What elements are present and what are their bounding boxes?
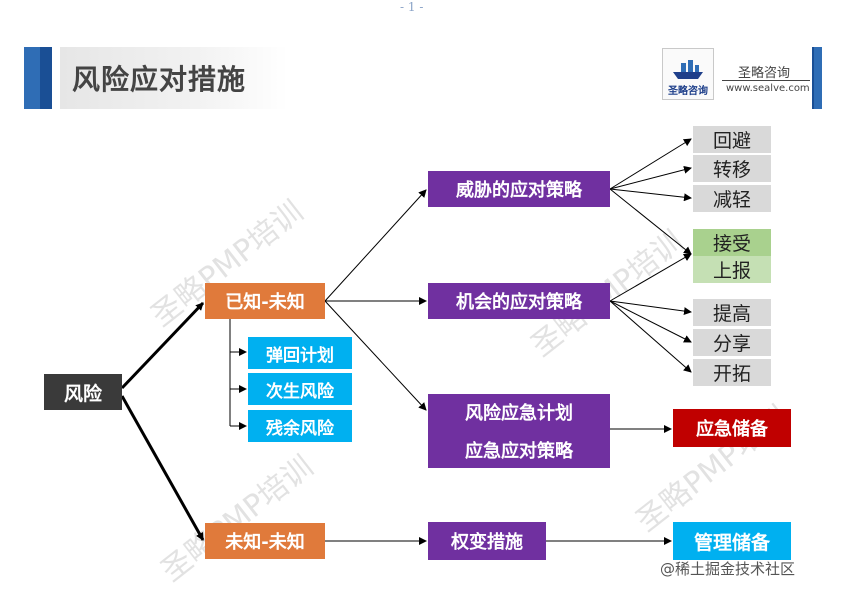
brand-url: www.sealve.com [726, 83, 810, 94]
logo-text: 圣略咨询 [668, 86, 708, 97]
node-opportunity-strategy: 机会的应对策略 [428, 283, 610, 319]
action-accept: 接受 [693, 229, 771, 256]
contingency-line-1: 风险应急计划 [465, 403, 573, 424]
page-title: 风险应对措施 [72, 63, 247, 96]
header-band [60, 47, 288, 109]
action-avoid: 回避 [693, 126, 771, 153]
brand-divider [722, 80, 810, 81]
node-contingency: 风险应急计划 应急应对策略 [428, 394, 610, 468]
node-risk: 风险 [44, 374, 122, 410]
node-contingency-reserve: 应急储备 [673, 409, 791, 447]
page-number: - 1 - [400, 0, 424, 14]
action-exploit: 开拓 [693, 359, 771, 386]
header-right-bar-dark [812, 47, 815, 109]
contingency-line-2: 应急应对策略 [465, 441, 573, 462]
header-accent-bar-inner [40, 47, 52, 109]
node-fallback-plan: 弹回计划 [248, 337, 352, 369]
node-management-reserve: 管理储备 [673, 522, 791, 560]
action-transfer: 转移 [693, 155, 771, 182]
ship-icon [673, 60, 703, 79]
node-secondary-risk: 次生风险 [248, 373, 352, 405]
brand-name: 圣略咨询 [738, 66, 791, 81]
node-unknown-unknown: 未知-未知 [205, 523, 325, 559]
footer-credit: @稀土掘金技术社区 [660, 560, 796, 578]
action-escalate: 上报 [693, 256, 771, 283]
header-right-bar [814, 47, 822, 109]
node-workaround: 权变措施 [428, 522, 546, 560]
node-threat-strategy: 威胁的应对策略 [428, 171, 610, 207]
node-residual-risk: 残余风险 [248, 410, 352, 442]
action-enhance: 提高 [693, 299, 771, 326]
node-known-unknown: 已知-未知 [205, 283, 325, 319]
action-share: 分享 [693, 329, 771, 356]
action-mitigate: 减轻 [693, 185, 771, 212]
